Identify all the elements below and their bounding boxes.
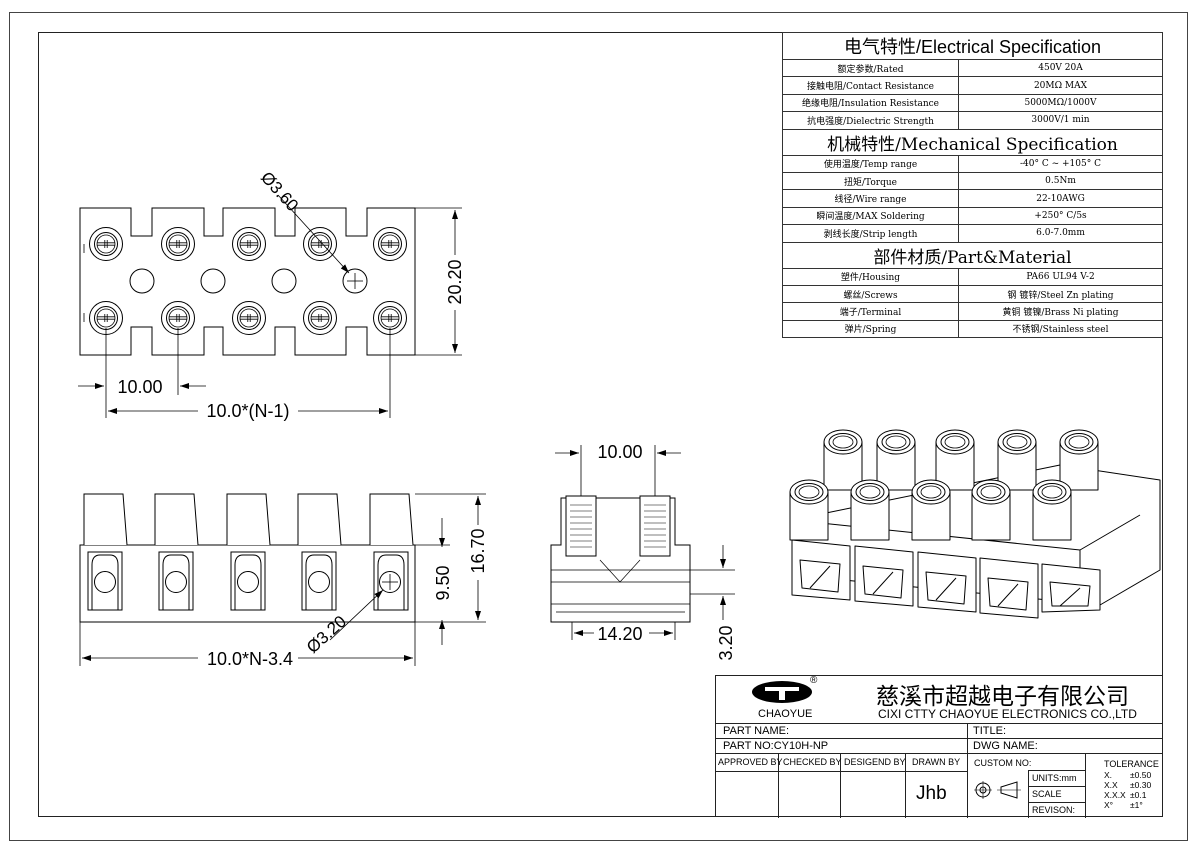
terminal-tube [1059,429,1099,491]
dim-span: 10.0*(N-1) [206,401,289,421]
dim-height-top: 20.20 [445,259,465,304]
company-name-en: CIXI CTTY CHAOYUE ELECTRONICS CO.,LTD [878,707,1137,721]
dim-side-body: 9.50 [433,565,453,600]
logo-text: CHAOYUE [758,708,813,720]
terminal-tower [297,493,342,611]
mounting-hole [342,268,368,294]
projection-symbol-icon [974,781,1021,799]
inner-border [38,32,1163,817]
dim-length: 10.0*N-3.4 [207,649,293,669]
terminal-tube [1032,479,1101,613]
dim-pitch: 10.00 [117,377,162,397]
terminal-tube [789,479,851,601]
terminal-tube [876,429,916,491]
material-title: 部件材质/Part&Material [782,241,1163,269]
front-view: Ø3.20 9.50 16.70 10.0*N-3.4 [79,493,488,669]
approved-label: APPROVED BY [718,757,783,767]
title-label: TITLE: [973,725,1007,737]
terminal-tube [997,429,1037,491]
terminal-tube [823,429,863,491]
dwg-name-label: DWG NAME: [973,740,1038,752]
terminal-tube [911,479,977,613]
units-label: UNITS:mm [1032,773,1077,783]
scale-label: SCALE [1032,789,1062,799]
dim-end-base: 3.20 [716,625,736,660]
revision-label: REVISON: [1032,805,1076,815]
drawn-name: Jhb [916,783,947,804]
drawn-label: DRAWN BY [912,757,961,767]
isometric-view [789,429,1161,619]
electrical-title: 电气特性/Electrical Specification [782,32,1163,60]
terminal-tube [971,479,1039,619]
company-logo: ® [752,675,818,703]
dim-end-width: 14.20 [597,624,642,644]
custom-no-label: CUSTOM NO: [974,758,1032,768]
terminal-tower [154,493,199,611]
checked-label: CHECKED BY [783,757,842,767]
spec-row: 瞬间温度/MAX Soldering+250° C/5s [782,206,1163,226]
terminal-tower [226,493,271,611]
top-view: Ø3.60 20.20 10.00 10.0*(N-1) [78,168,465,421]
spec-row: 使用温度/Temp range-40° C ~ +105° C [782,154,1163,173]
company-name-cn: 慈溪市超越电子有限公司 [876,684,1129,710]
terminal-tower [83,493,128,611]
title-block: CHAOYUE 慈溪市超越电子有限公司 CIXI CTTY CHAOYUE EL… [715,675,1163,818]
spec-table: 电气特性/Electrical Specification 额定参数/Rated… [782,32,1163,339]
terminal-tube [935,429,975,491]
designed-label: DESIGEND BY [844,757,906,767]
dim-side-height: 16.70 [468,528,488,573]
terminal-tube [850,479,914,607]
terminal-tower [369,493,414,611]
part-no-label: PART NO:CY10H-NP [723,740,829,752]
svg-text:®: ® [810,675,818,686]
dim-end-pitch: 10.00 [597,442,642,462]
part-name-label: PART NAME: [723,725,790,737]
mechanical-title: 机械特性/Mechanical Specification [782,128,1163,156]
outer-border [9,12,1188,841]
tolerance-label: TOLERANCE [1104,759,1159,769]
end-view: 10.00 14.20 3.20 [550,442,736,661]
